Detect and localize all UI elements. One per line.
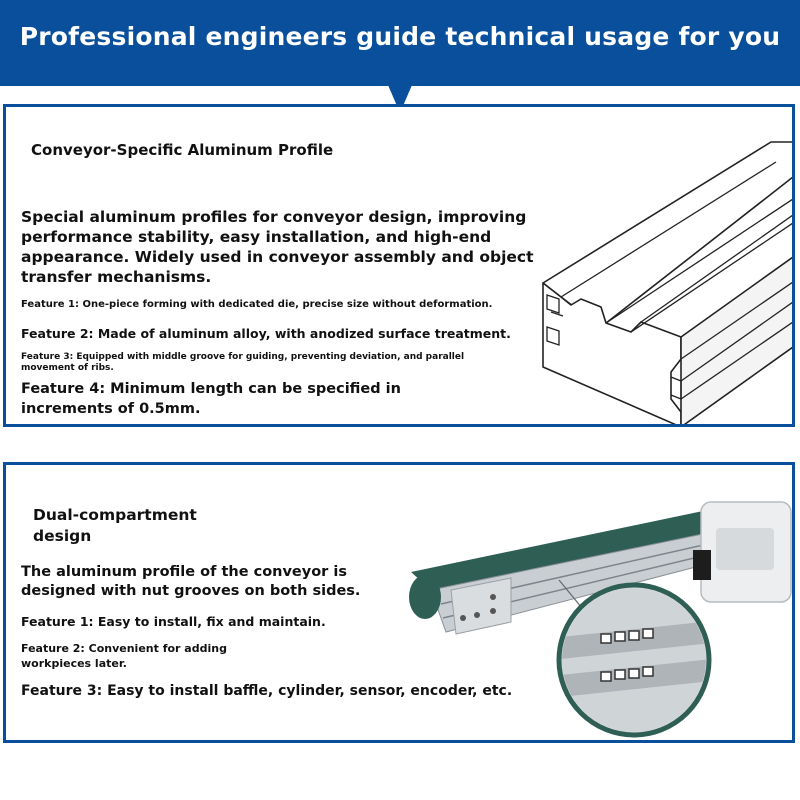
dual-feature-2: Feature 2: Convenient for adding workpie… — [21, 642, 227, 670]
profile-feature-2: Feature 2: Made of aluminum alloy, with … — [21, 326, 511, 341]
profile-feature-3: Feature 3: Equipped with middle groove f… — [21, 352, 465, 373]
dual-heading: Dual-compartment design — [33, 506, 197, 545]
belt-conveyor-image — [409, 501, 792, 738]
profile-feature-4: Feature 4: Minimum length can be specifi… — [21, 381, 401, 417]
banner-title: Professional engineers guide technical u… — [19, 22, 781, 51]
dual-feature-3: Feature 3: Easy to install baffle, cylin… — [21, 683, 513, 699]
top-banner: Professional engineers guide technical u… — [0, 0, 800, 86]
profile-heading: Conveyor-Specific Aluminum Profile — [31, 141, 334, 159]
profile-intro: Special aluminum profiles for conveyor d… — [21, 208, 534, 286]
dual-intro: The aluminum profile of the conveyor is … — [21, 564, 361, 599]
profile-panel: Conveyor-Specific Aluminum Profile Speci… — [3, 104, 795, 427]
profile-feature-1: Feature 1: One-piece forming with dedica… — [21, 299, 493, 310]
aluminum-profile-drawing — [542, 141, 792, 424]
dual-feature-1: Feature 1: Easy to install, fix and main… — [21, 614, 326, 629]
dual-compartment-panel: Dual-compartment design The aluminum pro… — [3, 462, 795, 743]
